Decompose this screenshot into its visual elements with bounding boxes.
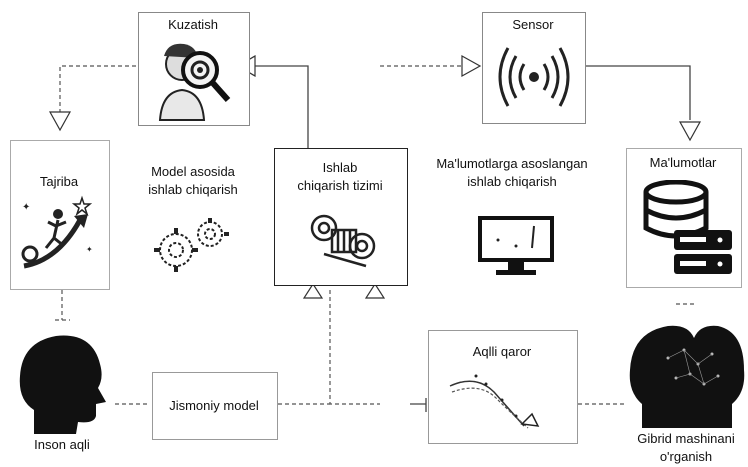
monitor-icon xyxy=(478,216,554,275)
jismoniy-model-box xyxy=(152,372,278,440)
connector-ishlab-down xyxy=(329,290,380,405)
growth-climber-icon: ✦ ✦ xyxy=(21,195,93,269)
human-head-icon xyxy=(19,335,106,434)
svg-text:✦: ✦ xyxy=(86,245,93,254)
database-icon xyxy=(643,180,732,274)
sensor-waves-icon xyxy=(498,47,570,107)
jismoniy-model-label: Jismoniy model xyxy=(169,398,259,413)
model-asosida-label-2: ishlab chiqarish xyxy=(148,182,238,197)
malumotlar-label: Ma'lumotlar xyxy=(649,155,717,170)
magnifier-person-icon xyxy=(158,43,231,121)
kuzatish-label: Kuzatish xyxy=(168,17,218,32)
hybrid-heads-icon xyxy=(629,325,745,428)
arrow-up-ishlab-right xyxy=(364,282,386,299)
decision-chart-icon xyxy=(449,374,540,429)
arrow-right-sensor xyxy=(461,54,482,78)
gibrid-label-2: o'rganish xyxy=(659,449,713,464)
ishlab-tizimi-box xyxy=(274,148,408,286)
arrow-down-tajriba xyxy=(48,111,72,132)
aqlli-qaror-box xyxy=(428,330,578,444)
tajriba-label: Tajriba xyxy=(39,174,79,189)
inson-aqli-label: Inson aqli xyxy=(34,437,90,452)
sensor-label: Sensor xyxy=(512,17,554,32)
ishlab-tizimi-label-1: Ishlab xyxy=(322,160,358,175)
factory-gears-icon xyxy=(310,214,376,268)
arrow-up-ishlab-left xyxy=(302,282,324,299)
gears-icon xyxy=(154,218,229,272)
connector-aqlli-left xyxy=(410,398,427,412)
connector-tajriba-inson xyxy=(55,290,70,321)
malumotlarga-label-1: Ma'lumotlarga asoslangan xyxy=(436,156,588,171)
malumotlarga-label-2: ishlab chiqarish xyxy=(467,174,557,189)
svg-text:✦: ✦ xyxy=(22,202,30,213)
ishlab-tizimi-label-2: chiqarish tizimi xyxy=(297,178,383,193)
gibrid-label-1: Gibrid mashinani xyxy=(637,431,735,446)
connector-center-left xyxy=(250,65,309,148)
connector-sensor-malumotlar xyxy=(585,65,691,120)
aqlli-qaror-label: Aqlli qaror xyxy=(472,344,532,359)
model-asosida-label-1: Model asosida xyxy=(151,164,235,179)
connector-kuzatish-tajriba xyxy=(59,65,136,112)
arrow-down-malumotlar xyxy=(678,121,702,142)
